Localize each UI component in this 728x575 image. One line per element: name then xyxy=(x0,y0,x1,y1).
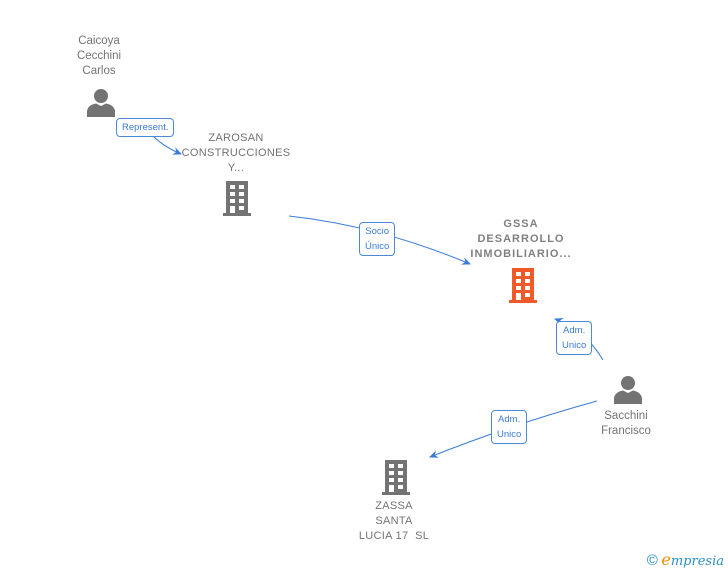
edge-label-text: Adm. xyxy=(563,325,586,336)
label-line: Caicoya xyxy=(78,35,120,47)
label-line: ZASSA xyxy=(375,500,413,512)
node-label-gssa[interactable]: GSSA DESARROLLO INMOBILIARIO... xyxy=(470,217,571,262)
building-icon-main[interactable] xyxy=(507,268,539,303)
label-line: DESARROLLO xyxy=(477,233,565,245)
label-line: SANTA xyxy=(375,515,413,527)
node-label-sacchini[interactable]: Sacchini Francisco xyxy=(601,409,651,439)
person-icon[interactable] xyxy=(86,87,116,117)
label-line: CONSTRUCCIONES xyxy=(181,147,291,159)
label-line: INMOBILIARIO... xyxy=(470,248,572,260)
edge-label-represent[interactable]: Represent. xyxy=(116,118,175,137)
edge-label-text: Adm. xyxy=(498,414,521,425)
person-icon[interactable] xyxy=(613,374,643,404)
edge-label-text: Represent. xyxy=(122,122,169,133)
empresia-brand[interactable]: © empresia xyxy=(647,550,724,569)
label-line: Carlos xyxy=(82,65,116,77)
edge-label-adm-unico-gssa[interactable]: Adm. Unico xyxy=(556,321,593,355)
brand-name: mpresia xyxy=(670,554,724,569)
node-label-caicoya[interactable]: Caicoya Cecchini Carlos xyxy=(77,34,121,79)
building-icon[interactable] xyxy=(380,460,412,495)
label-line: Y... xyxy=(227,162,245,174)
label-line: ZAROSAN xyxy=(208,132,264,144)
brand-initial: e xyxy=(661,550,671,569)
label-line: Cecchini xyxy=(76,50,122,62)
label-line: LUCIA 17 SL xyxy=(358,530,430,542)
edge-label-text: Unico xyxy=(562,340,587,351)
node-label-zassa[interactable]: ZASSA SANTA LUCIA 17 SL xyxy=(359,499,429,544)
label-line: Sacchini xyxy=(604,410,648,422)
building-icon[interactable] xyxy=(221,181,253,216)
label-line: GSSA xyxy=(503,218,539,230)
node-label-zarosan[interactable]: ZAROSAN CONSTRUCCIONES Y... xyxy=(182,131,291,176)
edge-label-text: Unico xyxy=(497,429,522,440)
edge-label-text: Único xyxy=(365,241,390,252)
label-line: Francisco xyxy=(601,425,651,437)
edge-label-adm-unico-zassa[interactable]: Adm. Unico xyxy=(491,410,528,444)
edge-label-text: Socio xyxy=(365,226,390,237)
copyright-icon: © xyxy=(646,552,658,569)
edge-label-socio-unico[interactable]: Socio Único xyxy=(359,222,396,256)
